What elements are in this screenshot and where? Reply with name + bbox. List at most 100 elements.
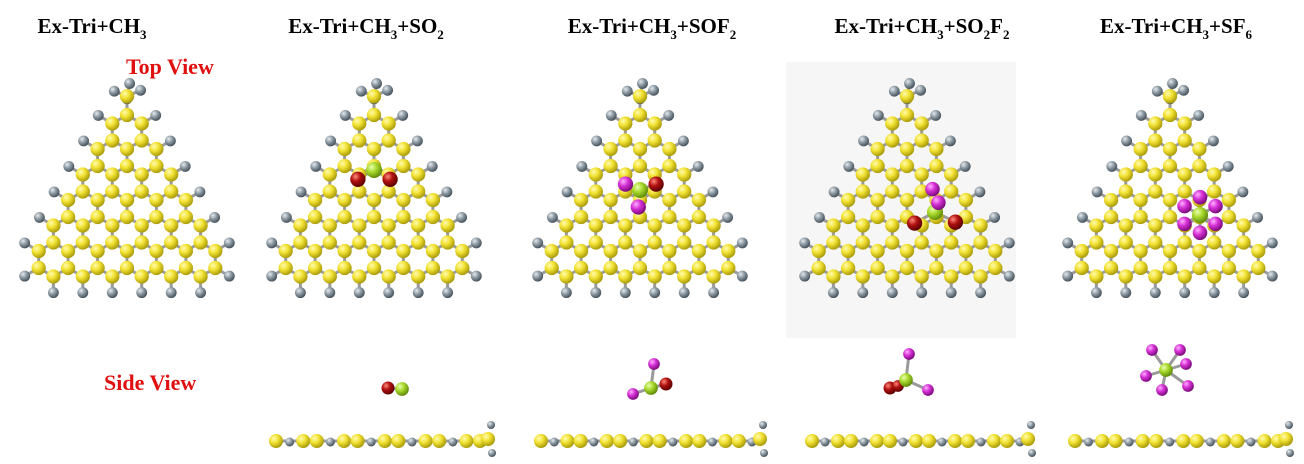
carbon-atom	[60, 209, 76, 225]
carbon-atom	[958, 243, 974, 259]
hydrogen-atom	[136, 287, 148, 299]
oxygen-atom	[947, 214, 964, 230]
carbon-atom	[588, 218, 603, 233]
hydrogen-atom	[1149, 287, 1161, 299]
carbon-atom	[1162, 260, 1178, 276]
carbon-atom	[164, 235, 179, 250]
hydrogen-atom	[1207, 135, 1219, 147]
hydrogen-atom	[1120, 287, 1132, 299]
carbon-atom	[309, 434, 324, 448]
hydrogen-atom	[371, 78, 383, 89]
carbon-atom	[119, 107, 135, 123]
hydrogen-atom	[1084, 437, 1093, 447]
carbon-atom	[352, 235, 367, 250]
carbon-atom	[164, 218, 179, 233]
carbon-atom	[831, 434, 845, 448]
carbon-atom	[870, 192, 885, 208]
carbon-atom	[885, 235, 900, 250]
carbon-atom	[632, 141, 648, 157]
fluorine-atom	[1208, 216, 1223, 232]
carbon-atom	[883, 434, 897, 448]
carbon-atom	[455, 243, 470, 259]
carbon-atom	[870, 158, 885, 174]
carbon-atom	[603, 209, 618, 225]
carbon-atom	[1177, 235, 1192, 250]
carbon-atom	[899, 260, 915, 276]
panel-title-3-sub-3: 3	[670, 27, 677, 42]
carbon-atom	[691, 243, 707, 259]
carbon-atom	[929, 243, 944, 259]
carbon-atom	[411, 269, 426, 284]
carbon-atom	[352, 269, 367, 284]
hydrogen-atom	[488, 449, 496, 457]
panel-title-3-sub-2: 2	[729, 27, 737, 42]
carbon-atom	[647, 133, 662, 148]
carbon-atom	[961, 434, 975, 448]
carbon-atom	[914, 269, 929, 284]
hydrogen-atom	[888, 85, 900, 97]
hydrogen-atom	[898, 437, 908, 447]
carbon-atom	[599, 434, 614, 448]
carbon-atom	[1221, 192, 1237, 208]
carbon-atom	[914, 167, 929, 182]
carbon-atom	[1074, 260, 1089, 276]
carbon-atom	[381, 116, 396, 131]
carbon-atom	[307, 260, 323, 276]
carbon-atom	[1133, 209, 1148, 225]
hydrogen-atom	[590, 287, 602, 299]
hydrogen-atom	[108, 85, 120, 97]
carbon-atom	[381, 184, 396, 199]
carbon-atom	[90, 209, 105, 225]
panel-title-2-gas: +SO	[397, 14, 438, 38]
carbon-atom	[164, 269, 179, 284]
carbon-atom	[870, 141, 885, 157]
hydrogen-atom	[560, 287, 572, 299]
carbon-atom	[396, 209, 411, 225]
fluorine-atom	[1192, 225, 1208, 241]
carbon-atom	[366, 209, 382, 225]
fluorine-atom	[630, 199, 646, 215]
fluorine-atom	[925, 181, 940, 197]
carbon-atom	[652, 434, 667, 448]
hydrogen-atom	[621, 85, 633, 97]
carbon-atom	[1103, 243, 1119, 259]
carbon-atom	[899, 243, 915, 259]
carbon-atom	[1192, 141, 1207, 157]
carbon-atom	[692, 434, 707, 448]
carbon-atom	[677, 269, 692, 284]
hydrogen-atom	[857, 287, 869, 299]
carbon-atom	[632, 243, 648, 259]
carbon-atom	[1192, 243, 1207, 259]
carbon-atom	[1103, 209, 1119, 225]
methyl-carbon-atom	[366, 89, 382, 104]
hydrogen-atom	[904, 78, 915, 89]
hydrogen-atom	[827, 287, 839, 299]
carbon-atom	[1221, 209, 1237, 225]
hydrogen-atom	[407, 437, 417, 447]
carbon-atom	[1148, 235, 1163, 250]
carbon-atom	[958, 192, 974, 208]
hydrogen-atom	[799, 270, 811, 282]
fluorine-atom	[903, 348, 915, 360]
hydrogen-atom	[930, 109, 942, 121]
carbon-atom	[1089, 235, 1104, 250]
fluorine-atom	[922, 384, 934, 396]
hydrogen-atom	[295, 186, 307, 198]
carbon-atom	[1118, 218, 1133, 233]
hydrogen-atom	[760, 449, 768, 457]
carbon-atom	[1133, 260, 1148, 276]
carbon-atom	[885, 218, 900, 233]
hydrogen-atom	[1178, 84, 1190, 96]
panel-title-4: Ex-Tri+CH3+SO2F2	[835, 14, 1010, 43]
carbon-atom	[560, 434, 575, 448]
hydrogen-atom	[195, 287, 207, 299]
hydrogen-atom	[266, 237, 278, 249]
carbon-atom	[855, 167, 870, 182]
fluorine-atom	[648, 358, 660, 370]
carbon-atom	[119, 192, 135, 208]
methyl-carbon-atom	[119, 89, 135, 104]
carbon-atom	[134, 116, 149, 131]
carbon-atom	[1074, 243, 1089, 259]
carbon-atom	[677, 218, 692, 233]
panel-title-2-sub-2: 2	[437, 27, 444, 42]
